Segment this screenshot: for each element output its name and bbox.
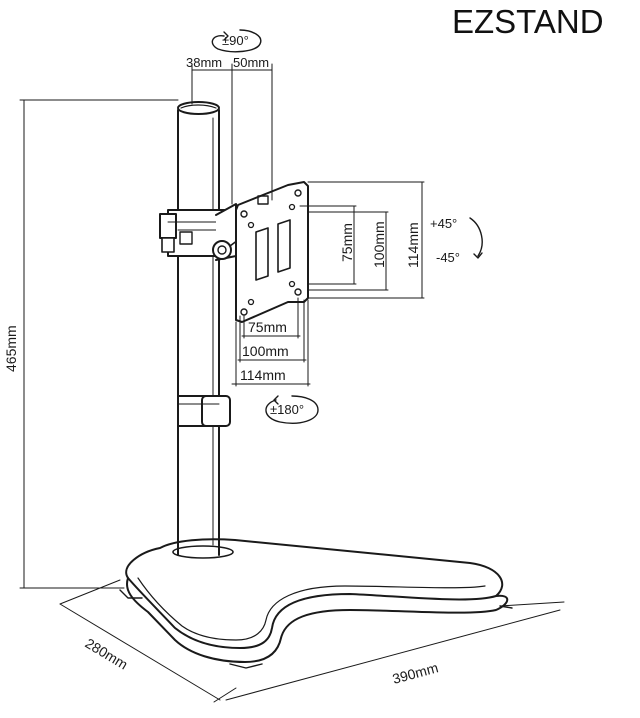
rotation-indicators <box>211 29 483 424</box>
offset-50-label: 50mm <box>233 55 269 70</box>
tilt-up-label: +45° <box>430 216 457 231</box>
vesa-h-75-label: 75mm <box>248 319 287 335</box>
cable-clamp <box>177 395 231 427</box>
height-label: 465mm <box>3 325 19 372</box>
base <box>119 538 513 669</box>
swivel-arrow-icon <box>211 29 262 53</box>
tilt-down-label: -45° <box>436 250 460 265</box>
swivel-label: ±90° <box>222 33 249 48</box>
vesa-h-100-label: 100mm <box>242 343 289 359</box>
vesa-v-100-label: 100mm <box>371 221 387 268</box>
rotate-arrow-icon <box>265 395 319 424</box>
base-width-label: 390mm <box>391 659 440 687</box>
vesa-plate <box>235 181 309 323</box>
pole <box>177 101 220 556</box>
dimension-lines <box>19 63 565 703</box>
vesa-v-75-label: 75mm <box>339 223 355 262</box>
tilt-arrow-icon <box>469 217 483 257</box>
brand-logo-text: EZSTAND <box>452 3 604 40</box>
vesa-h-114-label: 114mm <box>240 367 286 383</box>
base-depth-label: 280mm <box>82 635 130 673</box>
arm-bracket <box>159 203 239 261</box>
rotate-label: ±180° <box>270 402 304 417</box>
vesa-v-114-label: 114mm <box>405 222 421 268</box>
offset-38-label: 38mm <box>186 55 222 70</box>
